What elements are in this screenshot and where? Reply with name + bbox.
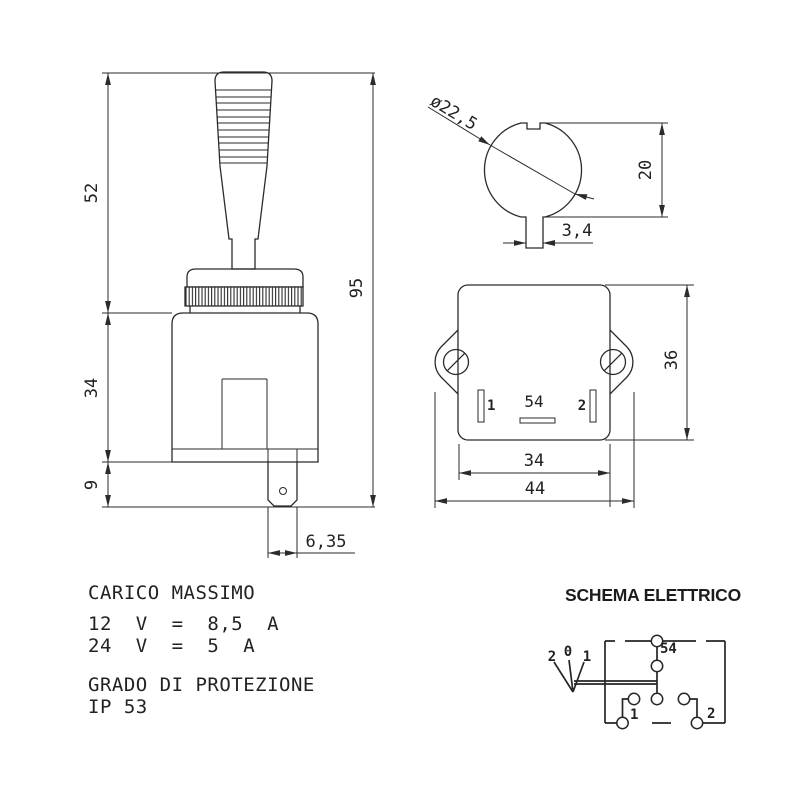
screw-right-slot [603, 352, 623, 372]
contact-right-pole [677, 692, 691, 706]
dim-front-height: 36 [662, 350, 682, 370]
diameter-leader-upper [427, 106, 491, 146]
dim-front-width: 34 [524, 451, 544, 471]
contact-common [650, 659, 664, 673]
dim-overall-width: 44 [525, 479, 545, 499]
side-view: 52 34 9 95 6,35 [82, 71, 376, 558]
switch-body [171, 312, 319, 463]
schematic-terminal-2: 2 [707, 706, 715, 722]
schematic-heading: SCHEMA ELETTRICO [565, 585, 741, 605]
dim-across-flats: 20 [636, 160, 656, 180]
schematic-terminal-1: 1 [630, 707, 638, 723]
protection-rating: IP 53 [88, 696, 148, 718]
front-ext-34 [458, 444, 611, 507]
terminal-slot-2 [589, 389, 597, 423]
load-heading: CARICO MASSIMO [88, 582, 255, 604]
contact-54 [650, 634, 664, 648]
knurled-nut [184, 286, 304, 307]
spade-terminal [267, 461, 298, 507]
terminal-hole [279, 487, 287, 495]
terminal-slot-1 [477, 389, 485, 423]
dim-total-height: 95 [347, 278, 367, 298]
contact-left-pole [627, 692, 641, 706]
side-extension-lines [102, 72, 375, 558]
diameter-leader-lower [574, 193, 595, 200]
dim-keyway-width: 3,4 [562, 221, 593, 241]
load-line-24v: 24 V = 5 A [88, 635, 255, 657]
schematic-lever [553, 659, 585, 693]
lever-pos-2: 2 [548, 649, 556, 665]
schematic-box [604, 640, 726, 724]
screw-left-slot [446, 352, 466, 372]
schematic-terminal-54: 54 [660, 641, 677, 657]
lever-dome-cap [186, 268, 304, 288]
terminal-node-1 [616, 716, 629, 730]
terminal-slot-54 [519, 417, 556, 424]
dim-terminal-width: 6,35 [306, 532, 347, 552]
mounting-ear-right [609, 329, 634, 395]
lever-grip-ridges [215, 89, 272, 164]
spec-block: CARICO MASSIMO 12 V = 8,5 A 24 V = 5 A G… [88, 582, 315, 718]
electrical-schematic: SCHEMA ELETTRICO 2 0 1 54 1 2 [548, 585, 741, 730]
body-recess [221, 378, 268, 449]
terminal-label-2: 2 [578, 398, 586, 414]
diameter-leader-chord [489, 144, 576, 195]
front-ext-44 [434, 392, 635, 508]
lever-pos-0: 0 [564, 644, 572, 660]
schematic-actuator-link [574, 680, 657, 685]
load-line-12v: 12 V = 8,5 A [88, 613, 279, 635]
lever-pos-1: 1 [583, 649, 591, 665]
terminal-label-54: 54 [524, 392, 543, 411]
contact-center-pole [650, 692, 664, 706]
schematic-pole-wires [621, 698, 698, 718]
top-extension-lines [545, 122, 668, 218]
dim-lever-height: 52 [82, 183, 102, 203]
nut-neck [189, 306, 301, 313]
dim-body-height: 34 [82, 378, 102, 398]
screw-right [599, 348, 627, 376]
front-view: 1 54 2 36 34 44 [434, 284, 694, 508]
mounting-ear-left [434, 329, 459, 395]
front-body [457, 284, 611, 441]
front-ext-36 [605, 284, 694, 441]
screw-left [442, 348, 470, 376]
protection-heading: GRADO DI PROTEZIONE [88, 674, 315, 696]
terminal-label-1: 1 [487, 398, 495, 414]
terminal-node-2 [690, 716, 704, 730]
dim-terminal-height: 9 [82, 480, 102, 490]
terminal-root [267, 449, 298, 461]
